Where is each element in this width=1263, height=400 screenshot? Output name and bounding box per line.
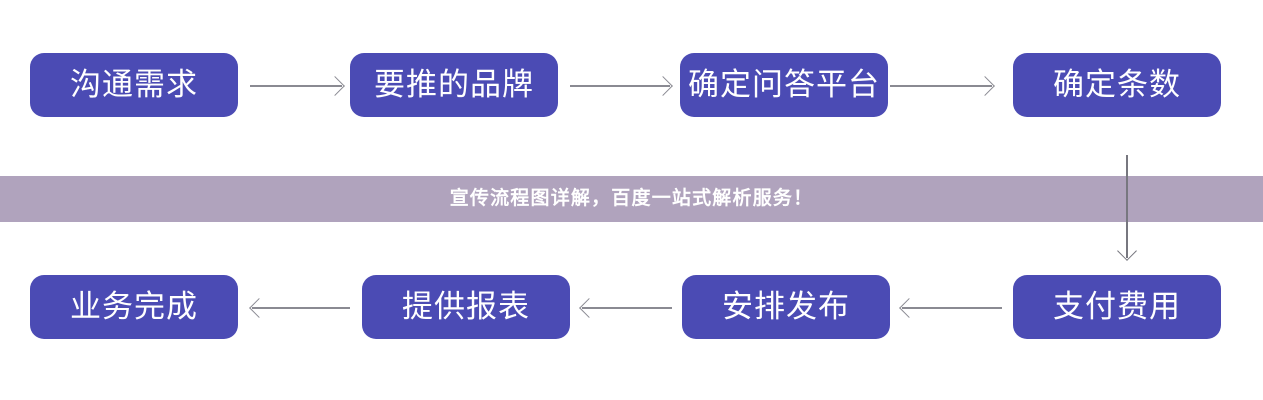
arrow-shaft: [1126, 155, 1128, 258]
overlay-banner: 宣传流程图详解，百度一站式解析服务！: [0, 176, 1263, 222]
arrow-shaft: [250, 85, 342, 87]
flow-node-provide-report[interactable]: 提供报表: [362, 275, 570, 339]
flow-node-label: 支付费用: [1053, 288, 1181, 324]
arrow-shaft: [582, 307, 672, 309]
arrow-head-right-icon: [975, 76, 995, 96]
flow-node-label: 确定条数: [1053, 66, 1181, 102]
flow-arrow-quantity-to-payment: [1117, 155, 1137, 261]
flow-node-label: 安排发布: [722, 288, 850, 324]
flow-arrow-brand-to-platform: [570, 76, 673, 96]
arrow-shaft: [902, 307, 1002, 309]
flow-node-label: 业务完成: [70, 288, 198, 324]
flow-arrow-communicate-to-brand: [250, 76, 345, 96]
flow-node-communicate-requirements[interactable]: 沟通需求: [30, 53, 238, 117]
arrow-head-left-icon: [249, 298, 269, 318]
overlay-banner-text: 宣传流程图详解，百度一站式解析服务！: [449, 187, 814, 209]
flow-node-label: 沟通需求: [70, 66, 198, 102]
flow-arrow-report-to-complete: [249, 298, 350, 318]
arrow-shaft: [252, 307, 350, 309]
arrow-head-right-icon: [325, 76, 345, 96]
arrow-head-down-icon: [1117, 241, 1137, 261]
flow-node-business-complete[interactable]: 业务完成: [30, 275, 238, 339]
flow-node-brand-to-promote[interactable]: 要推的品牌: [350, 53, 558, 117]
arrow-head-left-icon: [899, 298, 919, 318]
flow-node-confirm-quantity[interactable]: 确定条数: [1013, 53, 1221, 117]
flow-arrow-publish-to-report: [579, 298, 672, 318]
flow-node-label: 要推的品牌: [374, 66, 534, 102]
arrow-shaft: [890, 85, 992, 87]
flow-arrow-payment-to-publish: [899, 298, 1002, 318]
flow-node-label: 提供报表: [402, 288, 530, 324]
flow-node-pay-fee[interactable]: 支付费用: [1013, 275, 1221, 339]
flow-node-arrange-publish[interactable]: 安排发布: [682, 275, 890, 339]
flow-node-label: 确定问答平台: [688, 66, 880, 102]
arrow-head-left-icon: [579, 298, 599, 318]
flow-arrow-platform-to-quantity: [890, 76, 995, 96]
arrow-shaft: [570, 85, 670, 87]
arrow-head-right-icon: [653, 76, 673, 96]
flow-node-confirm-qa-platform[interactable]: 确定问答平台: [680, 53, 888, 117]
